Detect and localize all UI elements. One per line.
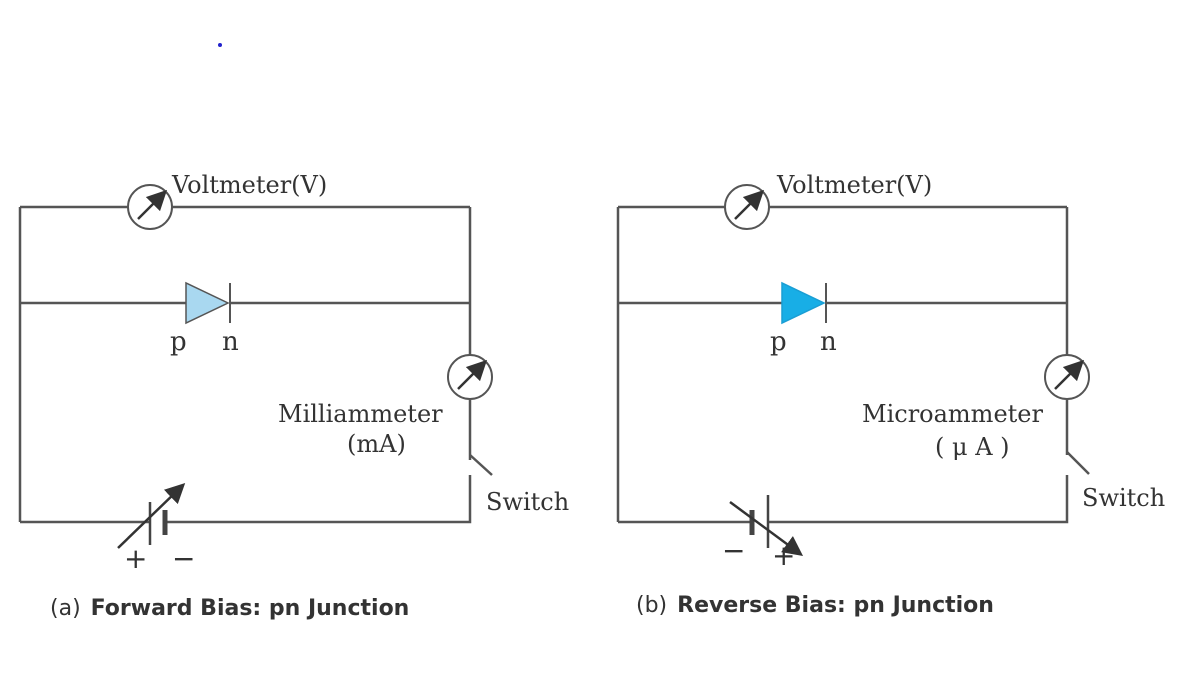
- panel-a-n-label: n: [222, 327, 239, 357]
- panel-a-battery-icon: [117, 483, 186, 549]
- panel-a-switch-label: Switch: [486, 488, 569, 516]
- panel-b-bottom-wire: [618, 475, 1069, 524]
- panel-a-ammeter-label-1: Milliammeter: [278, 400, 443, 428]
- panel-b-ammeter-label-1: Microammeter: [862, 400, 1043, 428]
- panel-a-caption: (a)Forward Bias: pn Junction: [50, 596, 409, 621]
- panel-a-diode-icon: [185, 281, 231, 325]
- panel-b-ammeter-label-2: ( μ A ): [935, 433, 1010, 461]
- panel-b-minus-sign: −: [722, 534, 745, 567]
- panel-b-voltmeter-label: Voltmeter(V): [776, 171, 932, 199]
- panel-b-caption: (b)Reverse Bias: pn Junction: [636, 593, 994, 618]
- panel-b-p-label: p: [770, 327, 787, 357]
- panel-a-minus-sign: −: [172, 542, 195, 575]
- panel-b-plus-sign: +: [772, 539, 795, 572]
- stray-dot: [218, 43, 222, 47]
- panel-a-ammeter-label-2: (mA): [347, 430, 406, 458]
- panel-a-switch-icon: [469, 454, 493, 476]
- panel-b-switch-label: Switch: [1082, 484, 1165, 512]
- panel-b-reverse-bias: Voltmeter(V) p n Microammeter ( μ A ) Sw…: [616, 171, 1165, 618]
- panel-b-n-label: n: [820, 327, 837, 357]
- panel-a-voltmeter-label: Voltmeter(V): [171, 171, 327, 199]
- panel-a-forward-bias: Voltmeter(V) p n Milliammeter (mA) Switc…: [18, 171, 569, 621]
- panel-a-bottom-wire: [20, 475, 472, 524]
- panel-a-voltmeter-icon: [127, 184, 173, 230]
- panel-b-battery-icon: [729, 495, 804, 556]
- panel-a-p-label: p: [170, 327, 187, 357]
- panel-b-diode-icon: [781, 281, 827, 325]
- panel-b-voltmeter-icon: [724, 184, 770, 230]
- panel-a-milliammeter-icon: [447, 354, 493, 400]
- panel-b-microammeter-icon: [1044, 354, 1090, 400]
- panel-b-switch-icon: [1066, 451, 1090, 475]
- panel-a-plus-sign: +: [124, 542, 147, 575]
